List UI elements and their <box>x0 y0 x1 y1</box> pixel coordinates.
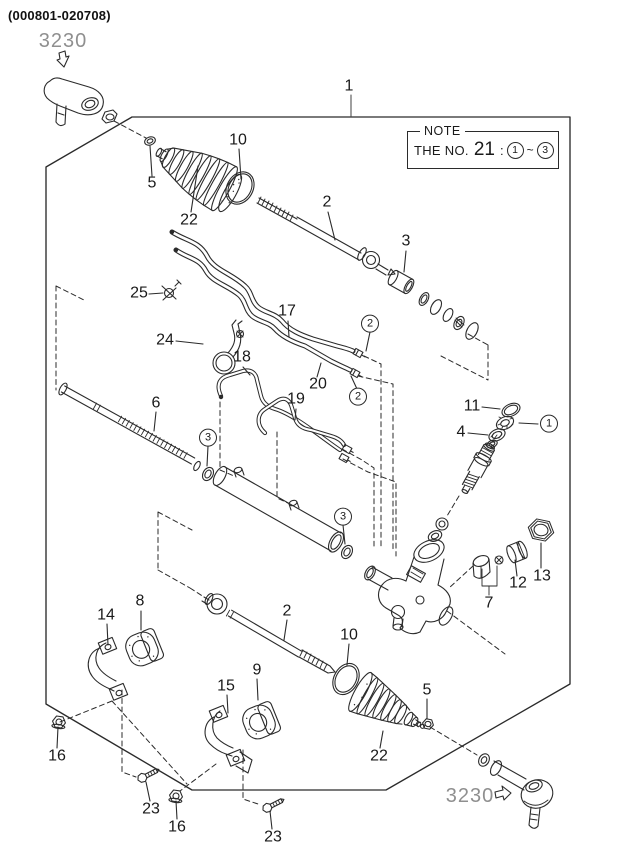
callout-5: 5 <box>422 681 432 699</box>
callout-24: 24 <box>156 331 174 349</box>
callout-2: 2 <box>282 602 292 620</box>
callout-11: 11 <box>463 397 481 415</box>
note-colon: : <box>499 142 504 158</box>
tube-fitting-drawing <box>341 443 354 455</box>
bellows-ring-top-drawing <box>225 171 255 205</box>
bearing-drawing <box>495 415 515 431</box>
tube-fitting-drawing <box>338 452 351 464</box>
pressure-pipe-20-drawing <box>173 247 353 373</box>
callout-7: 7 <box>484 594 494 612</box>
callout-3: 3 <box>401 232 411 250</box>
housing-seal-drawing <box>340 544 354 560</box>
return-tube-19-drawing <box>256 396 347 448</box>
pinion-shaft-drawing <box>461 442 496 494</box>
rack-bar-drawing <box>58 382 201 472</box>
pointer-arrow-icon <box>56 50 70 68</box>
lock-washer-drawing <box>144 136 156 146</box>
mount-rubber-8-drawing <box>125 628 165 667</box>
support-yoke-drawing <box>472 555 491 579</box>
callout-8: 8 <box>135 592 145 610</box>
circled-callout-2: 2 <box>361 314 379 333</box>
callout-17: 17 <box>278 302 296 320</box>
callout-5: 5 <box>147 174 157 192</box>
yoke-spring-drawing <box>494 555 504 565</box>
note-part-number: 21 <box>473 139 495 160</box>
mount-bushing-drawing <box>387 269 415 295</box>
callout-16: 16 <box>168 818 186 836</box>
callout-1: 1 <box>344 77 354 95</box>
mount-bracket-15-drawing <box>204 704 253 774</box>
seal-ring-set-drawing <box>418 292 479 340</box>
callout-20: 20 <box>309 375 327 393</box>
date-range-code: (000801-020708) <box>8 8 111 23</box>
callout-4: 4 <box>456 423 466 441</box>
callout-10: 10 <box>340 626 358 644</box>
nut-5-bottom-drawing <box>422 718 434 730</box>
note-box: NOTE THE NO. 21 : 1 ~ 3 <box>407 124 559 169</box>
callout-14: 14 <box>97 606 115 624</box>
callout-22: 22 <box>370 747 388 765</box>
note-prefix: THE NO. <box>414 142 469 158</box>
circled-callout-3: 3 <box>199 428 217 447</box>
inner-tie-rod-bottom-drawing <box>201 593 336 674</box>
callout-25: 25 <box>130 284 148 302</box>
callout-19: 19 <box>287 390 305 408</box>
tie-rod-end-bottom-drawing <box>489 760 554 829</box>
note-tilde: ~ <box>526 143 534 157</box>
tube-clamp-drawing <box>161 279 182 301</box>
bellows-bottom-drawing <box>348 671 426 729</box>
bellows-top-drawing <box>155 147 243 213</box>
callout-6: 6 <box>151 394 161 412</box>
bolt-23-left-drawing <box>137 768 160 783</box>
oil-seal-4-drawing <box>488 428 506 442</box>
callout-15: 15 <box>217 677 235 695</box>
callout-10: 10 <box>229 131 247 149</box>
callout-16: 16 <box>48 747 66 765</box>
pressure-pipe-17-drawing <box>169 229 356 354</box>
rack-seal-drawing <box>201 466 215 482</box>
callout-12: 12 <box>509 574 527 592</box>
lock-nut-13-drawing <box>527 518 555 542</box>
diagram-border <box>45 116 571 791</box>
valve-housing-drawing <box>364 539 454 635</box>
ref-label-3230: 3230 <box>445 785 495 807</box>
callout-18: 18 <box>233 348 251 366</box>
callout-9: 9 <box>252 661 262 679</box>
note-range-from: 1 <box>506 141 524 159</box>
callout-2: 2 <box>322 193 332 211</box>
nut-16-center-drawing <box>168 789 183 804</box>
note-title: NOTE <box>420 124 465 138</box>
circled-callout-2: 2 <box>349 387 367 406</box>
note-content: THE NO. 21 : 1 ~ 3 <box>408 139 558 161</box>
rack-housing-tube-drawing <box>212 465 345 553</box>
callout-22: 22 <box>180 211 198 229</box>
tube-bracket-drawing <box>212 319 245 375</box>
bellows-ring-bottom-drawing <box>332 662 360 696</box>
mount-bracket-14-drawing <box>87 636 129 701</box>
phantom-lines <box>55 285 506 806</box>
snap-ring-11-drawing <box>501 402 521 418</box>
ref-label-3230: 3230 <box>38 30 88 52</box>
washer-drawing <box>478 753 490 767</box>
mount-rubber-9-drawing <box>242 701 282 740</box>
callout-13: 13 <box>533 567 551 585</box>
callout-23: 23 <box>264 828 282 846</box>
pointer-arrow-icon <box>494 785 512 801</box>
inner-tie-rod-top-drawing <box>256 196 396 276</box>
callout-23: 23 <box>142 800 160 818</box>
bolt-23-right-drawing <box>262 798 285 813</box>
leader-lines <box>56 145 542 830</box>
circled-callout-1: 1 <box>540 414 558 433</box>
circled-callout-3: 3 <box>334 507 352 526</box>
note-range-to: 3 <box>536 141 554 159</box>
